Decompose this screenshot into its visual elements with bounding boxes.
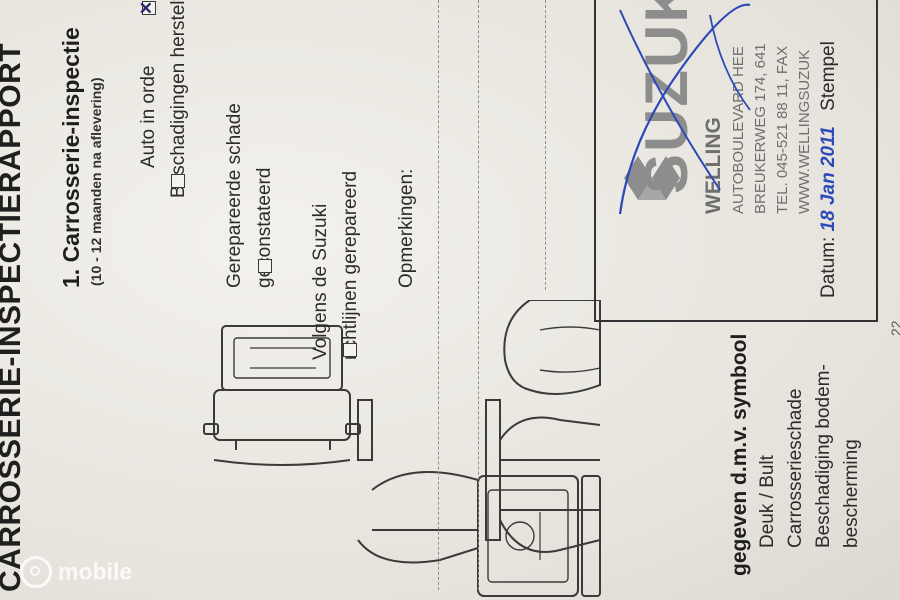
checkbox-suzuki-repair[interactable] xyxy=(343,343,357,357)
checklist-label: Beschadigingen herstelt xyxy=(168,0,189,198)
section-subtitle: (10 - 12 maanden na aflevering) xyxy=(88,77,104,286)
legend-item: Carrosserieschade xyxy=(785,388,806,548)
car-side-view-2 xyxy=(357,399,479,564)
legend-item: bescherming xyxy=(841,439,862,548)
section-title: 1. Carrosserie-inspectie xyxy=(58,27,84,288)
signature-scribble xyxy=(618,3,751,215)
watermark-logo-icon xyxy=(20,556,52,588)
page-number: 22 xyxy=(888,320,900,336)
car-bottom-view xyxy=(477,475,601,597)
legend-title: gegeven d.m.v. symbool xyxy=(728,333,751,576)
checklist-item-repaired: Beschadigingen herstelt xyxy=(164,0,194,198)
stamp-label: Stempel xyxy=(818,41,839,111)
date-label: Datum: xyxy=(818,236,839,298)
checklist-item-ok: Auto in orde xyxy=(134,66,164,168)
date-value: 18 Jan 2011 xyxy=(818,126,839,232)
checkbox-ok[interactable]: ✕ xyxy=(137,1,156,15)
date-field: Datum: 18 Jan 2011 Stempel xyxy=(818,41,840,298)
checklist-label: Volgens de Suzuki xyxy=(310,203,331,360)
remarks-line xyxy=(438,0,439,590)
car-top-view xyxy=(503,300,601,395)
remarks-label: Opmerkingen: xyxy=(396,168,417,288)
checklist-label-line2: richtlijnen gerepareerd xyxy=(340,170,361,360)
checklist-label: Auto in orde xyxy=(138,65,159,168)
checklist-item-suzuki-repair: Volgens de Suzuki richtlijnen gerepareer… xyxy=(306,171,366,360)
remarks-line xyxy=(478,0,479,590)
car-side-view-1 xyxy=(485,399,601,553)
watermark-text: mobile xyxy=(58,558,133,585)
car-diagram xyxy=(203,300,601,597)
checklist-label: Gerepareerde schade xyxy=(224,103,245,288)
watermark: mobile xyxy=(20,556,132,588)
remarks-line xyxy=(545,0,546,290)
legend-item: Beschadiging bodem- xyxy=(813,364,834,548)
check-mark-icon: ✕ xyxy=(137,0,156,15)
legend-item: Deuk / Bult xyxy=(757,455,778,548)
checkbox-damage-found[interactable] xyxy=(258,259,272,273)
car-rear-view xyxy=(203,325,361,466)
checkbox-repaired[interactable] xyxy=(171,174,185,188)
legend-list: Deuk / Bult Carrosserieschade Beschadigi… xyxy=(754,364,866,548)
